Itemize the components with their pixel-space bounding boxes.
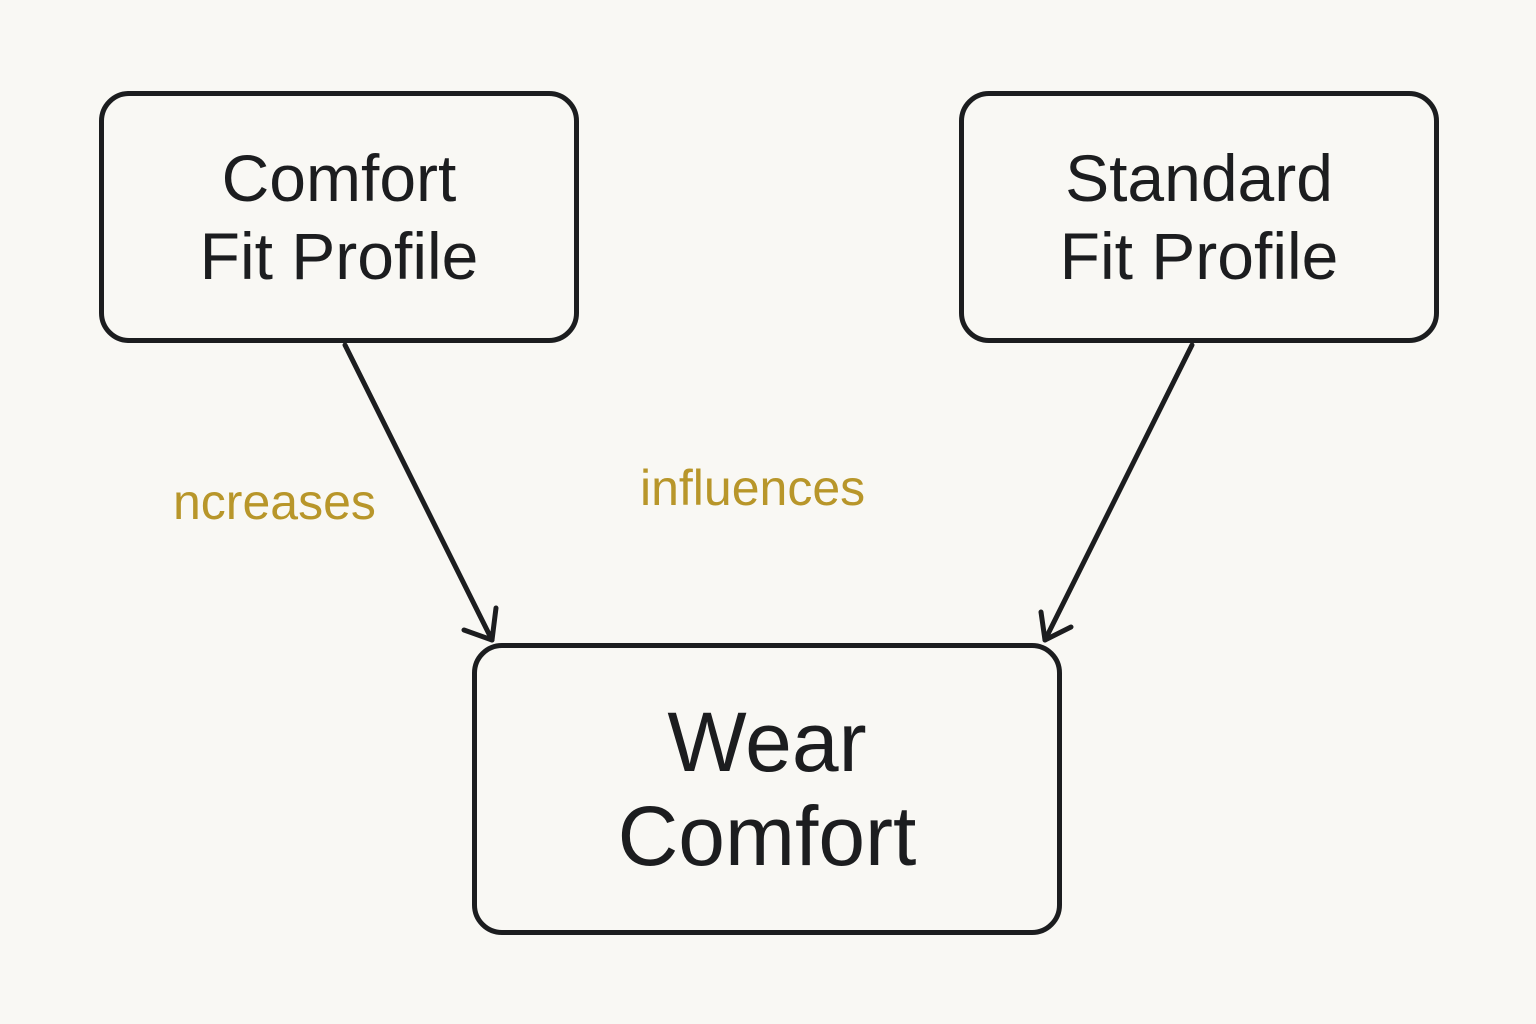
arrowhead-icon [1038,609,1074,643]
node-label-line: Wear [667,695,867,789]
node-standard-fit-profile: Standard Fit Profile [959,91,1439,343]
edge-standard-to-wear [1038,342,1195,643]
edge-label-increases: ncreases [173,474,376,530]
node-wear-comfort: Wear Comfort [472,643,1062,935]
node-label-line: Comfort [221,141,457,215]
node-label-line: Standard [1065,141,1333,215]
node-label-line: Fit Profile [199,219,479,293]
edge-line [1042,342,1195,643]
node-label-line: Fit Profile [1059,219,1339,293]
arrowhead-icon [461,605,499,643]
edge-label-influences: influences [640,460,866,516]
node-label-line: Comfort [617,789,917,883]
node-comfort-fit-profile: Comfort Fit Profile [99,91,579,343]
